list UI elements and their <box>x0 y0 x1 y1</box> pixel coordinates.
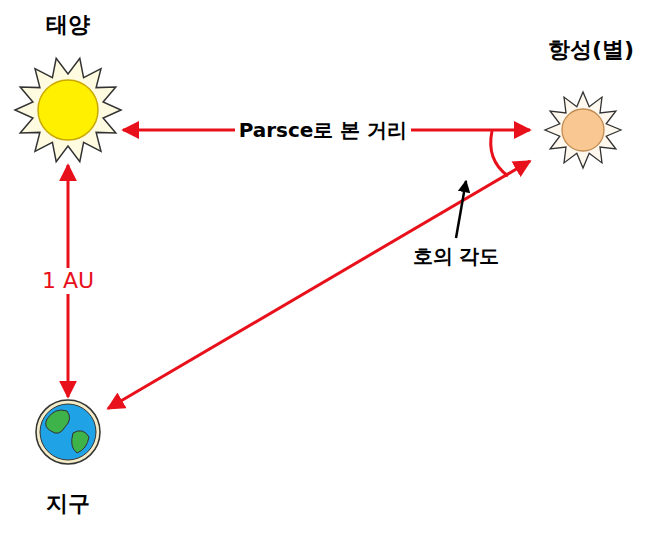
distance-arrow <box>108 161 530 408</box>
angle-arc <box>491 131 508 176</box>
sun-icon <box>13 55 123 165</box>
body-label: 태양 <box>13 10 123 40</box>
earth-icon <box>33 397 103 467</box>
star-node: 항성(별) <box>530 35 652 170</box>
edge-label: Parsce로 본 거리 <box>235 118 412 142</box>
earth-node: 지구 <box>28 397 108 525</box>
body-label: 항성(별) <box>530 35 652 65</box>
body-label: 지구 <box>28 489 108 519</box>
leader-arrow <box>456 181 466 238</box>
star-icon <box>543 90 623 170</box>
sun-node: 태양 <box>13 8 123 165</box>
angle-label: 호의 각도 <box>409 244 504 268</box>
edge-label: 1 AU <box>38 268 98 294</box>
